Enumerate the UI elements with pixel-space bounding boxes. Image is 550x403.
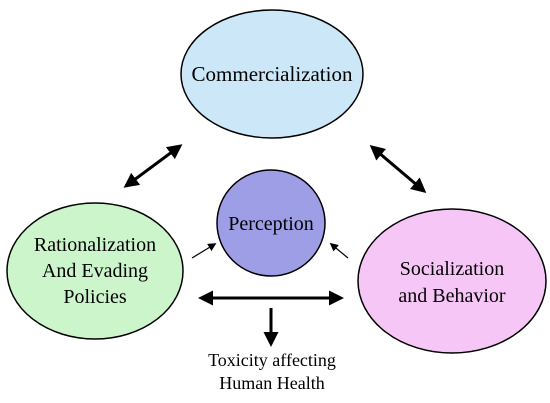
arrow-socialization-to-perception: [329, 242, 349, 259]
rationalization-node: [6, 202, 184, 340]
rationalization-line-3: Policies: [63, 286, 127, 308]
arrow-commercialization-socialization: [369, 145, 427, 193]
toxicity-line-1: Toxicity affecting: [208, 350, 336, 370]
socialization-line-2: and Behavior: [398, 285, 506, 307]
rationalization-line-1: Rationalization: [34, 234, 156, 256]
arrow-rationalization-to-perception: [191, 243, 217, 259]
arrow-commercialization-rationalization: [123, 144, 183, 188]
perception-label: Perception: [228, 213, 314, 235]
perception-node: [216, 169, 326, 277]
socialization-node: [357, 208, 547, 354]
commercialization-label: Commercialization: [192, 62, 353, 86]
rationalization-line-2: And Evading: [42, 260, 148, 282]
socialization-line-1: Socialization: [400, 258, 504, 280]
toxicity-line-2: Human Health: [219, 373, 324, 393]
commercialization-node: [180, 9, 364, 139]
